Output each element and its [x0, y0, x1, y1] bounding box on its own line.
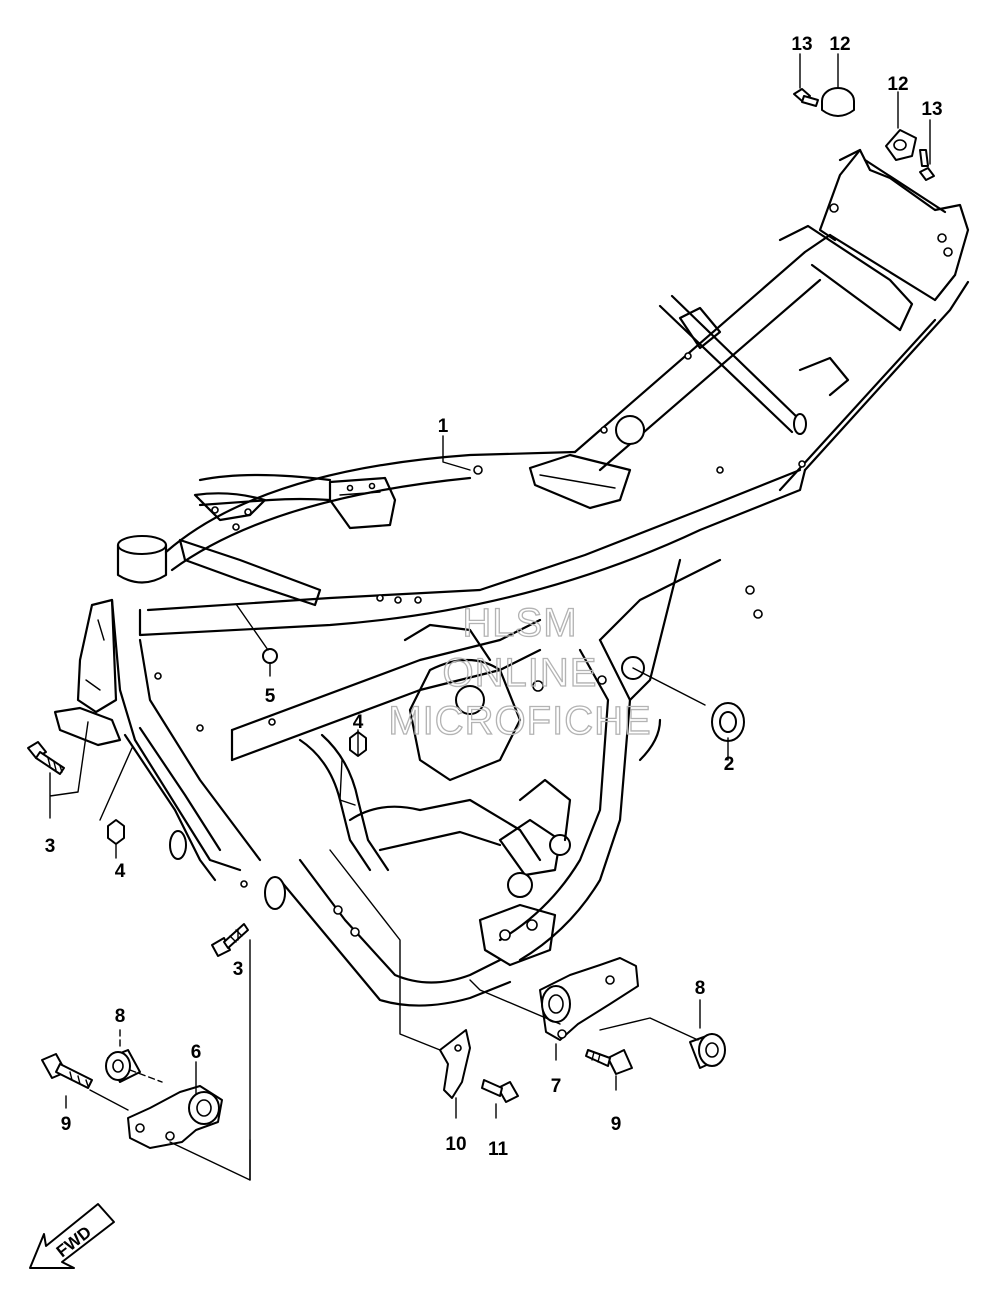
callout-part-4: 4 — [115, 861, 126, 882]
watermark: HLSM ONLINE MICROFICHE — [388, 600, 652, 743]
watermark-line-2: ONLINE — [443, 651, 598, 695]
callout-part-12: 12 — [887, 74, 908, 95]
bolt-part-9-right — [585, 1049, 633, 1075]
cap-part-12-left — [821, 87, 855, 117]
forward-arrow-icon: FWD — [29, 1203, 115, 1269]
callout-part-5: 5 — [265, 686, 276, 707]
callout-part-10: 10 — [445, 1134, 466, 1155]
callout-part-9: 9 — [61, 1114, 72, 1135]
callout-part-11: 11 — [488, 1139, 509, 1160]
nut-part-4-lower — [107, 819, 125, 845]
callout-part-8: 8 — [115, 1006, 126, 1027]
bracket-part-10 — [439, 1029, 471, 1099]
bolt-part-13-right — [919, 149, 935, 181]
bolt-part-3-upper — [27, 741, 65, 775]
callout-part-8: 8 — [695, 978, 706, 999]
callout-part-9: 9 — [611, 1114, 622, 1135]
callout-part-6: 6 — [191, 1042, 202, 1063]
bracket-part-6 — [127, 1085, 223, 1149]
callout-part-1: 1 — [438, 416, 449, 437]
callout-part-3: 3 — [45, 836, 56, 857]
bolt-part-9-left — [41, 1053, 93, 1089]
collar-part-8-left — [105, 1049, 141, 1083]
callout-part-7: 7 — [551, 1076, 562, 1097]
watermark-line-3: MICROFICHE — [388, 699, 651, 743]
callout-part-3: 3 — [233, 959, 244, 980]
cap-part-12-right — [885, 129, 917, 161]
bolt-part-13-left — [793, 88, 819, 107]
callout-part-2: 2 — [724, 754, 735, 775]
bracket-part-7 — [539, 957, 639, 1041]
frame-drawing — [53, 148, 970, 1007]
callout-part-13: 13 — [921, 99, 942, 120]
watermark-line-1: HLSM — [462, 601, 577, 645]
leader-lines — [49, 53, 931, 1181]
collar-part-8-right — [689, 1033, 726, 1069]
callout-part-12: 12 — [829, 34, 850, 55]
callout-part-13: 13 — [791, 34, 812, 55]
callout-part-4: 4 — [353, 712, 364, 733]
bolt-part-3-lower — [211, 923, 249, 957]
bolt-part-11 — [481, 1079, 519, 1103]
grommet-part-5 — [262, 648, 278, 664]
callout-labels: 1 2 3 3 4 4 5 6 7 8 8 9 9 10 11 12 12 13… — [45, 34, 943, 1160]
